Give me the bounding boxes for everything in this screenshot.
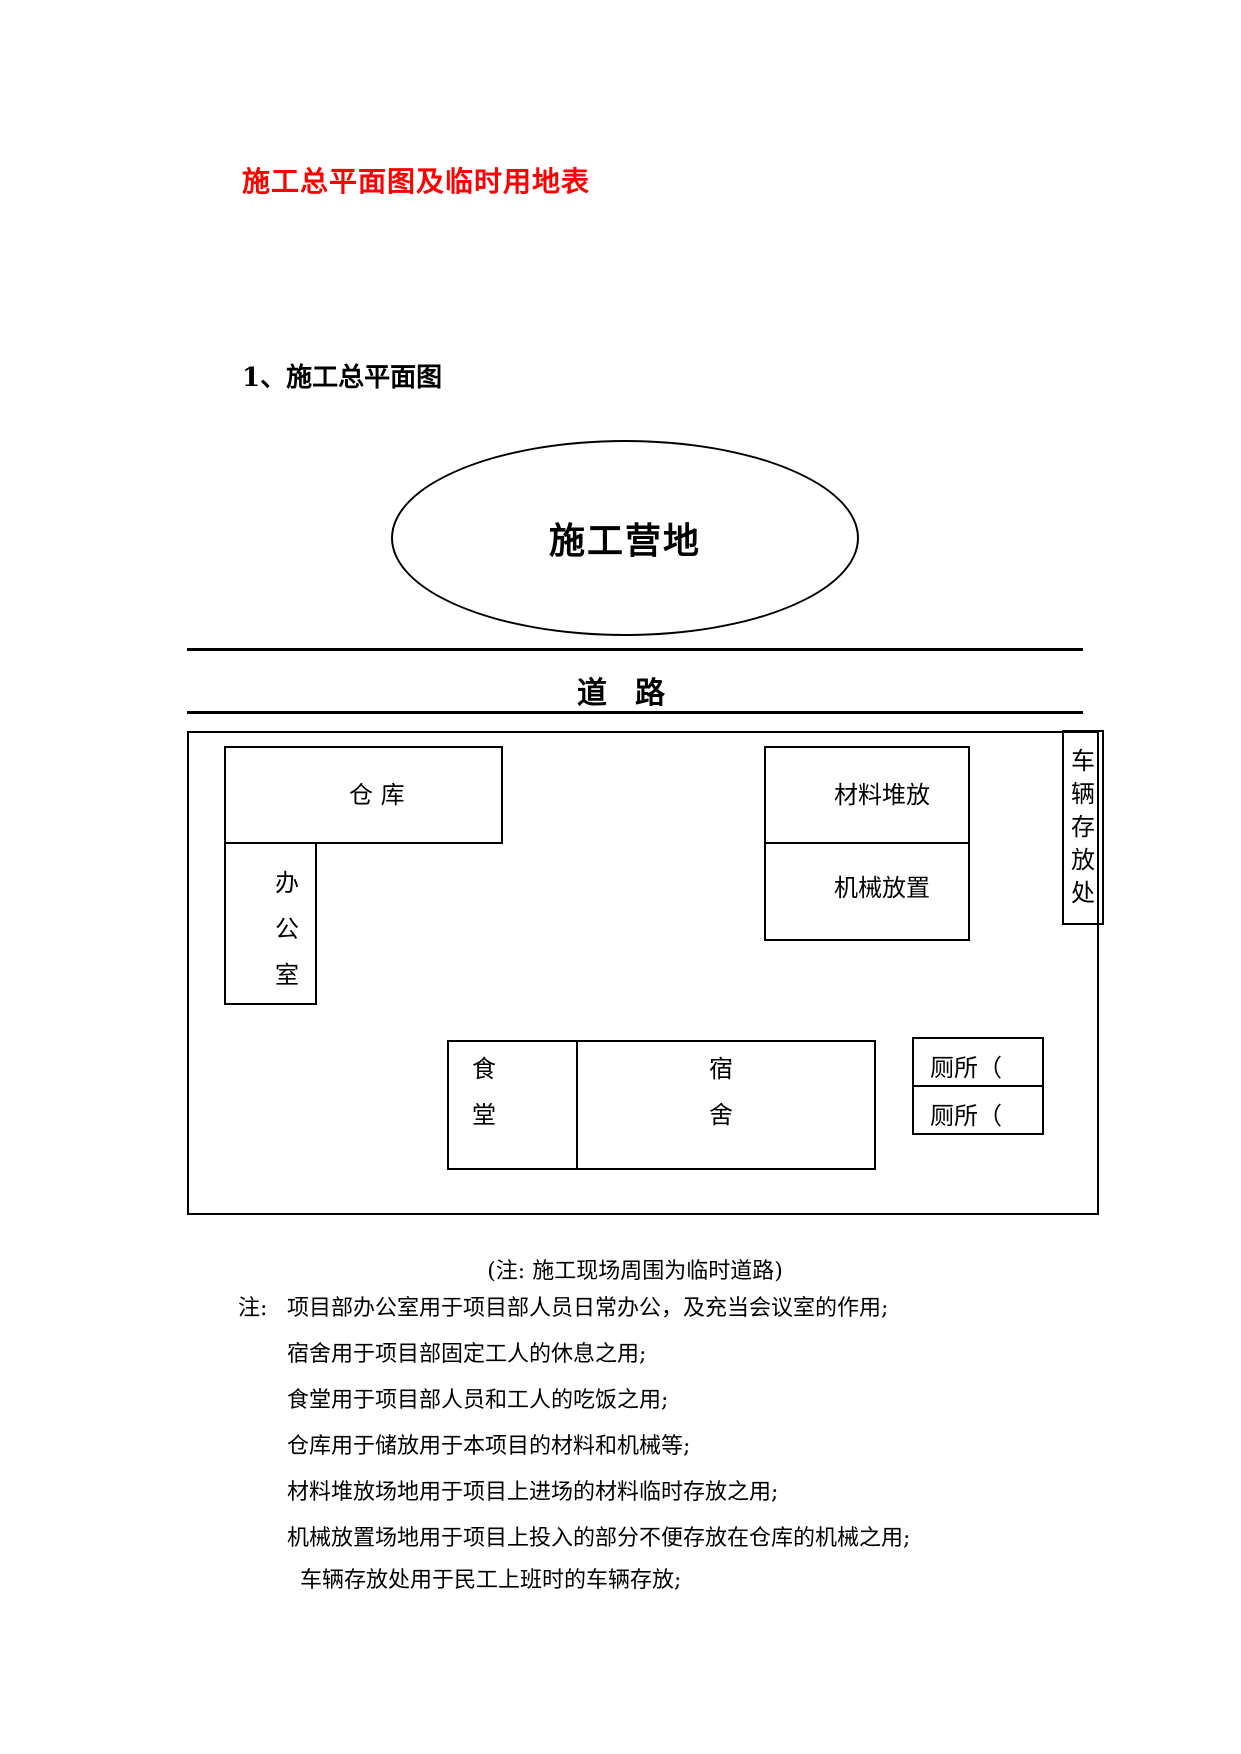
machine-storage-box (764, 842, 970, 941)
note-line: 食堂用于项目部人员和工人的吃饭之用; (287, 1388, 669, 1413)
office-box (224, 842, 317, 1005)
note-line: 项目部办公室用于项目部人员日常办公，及充当会议室的作用; (287, 1296, 889, 1321)
notes-prefix: 注: (238, 1296, 268, 1321)
notes-block: 注: 项目部办公室用于项目部人员日常办公，及充当会议室的作用; 宿舍用于项目部固… (238, 1290, 1038, 1610)
construction-camp-ellipse (391, 440, 859, 636)
toilet-label-1: 厕所（ (930, 1054, 1002, 1082)
note-line: 仓库用于储放用于本项目的材料和机械等; (287, 1434, 691, 1459)
warehouse-box (224, 746, 503, 844)
road-label: 道路 (577, 676, 693, 711)
toilet-label-2: 厕所（ (930, 1102, 1002, 1130)
section-heading: 1、施工总平面图 (242, 363, 443, 393)
material-storage-label: 材料堆放 (834, 781, 930, 809)
site-boundary (187, 731, 1099, 1215)
construction-camp-label: 施工营地 (548, 520, 701, 562)
office-label: 办公室 (275, 869, 299, 989)
vehicle-parking-box (1062, 730, 1104, 925)
note-line: 宿舍用于项目部固定工人的休息之用; (287, 1342, 647, 1367)
note-line: 机械放置场地用于项目上投入的部分不便存放在仓库的机械之用; (287, 1526, 911, 1551)
toilet-box-2 (912, 1085, 1044, 1135)
note-line: 车辆存放处用于民工上班时的车辆存放; (300, 1568, 682, 1593)
vehicle-parking-label: 车辆存放处 (1071, 747, 1095, 907)
dormitory-label: 宿舍 (709, 1055, 733, 1129)
dormitory-box (576, 1040, 876, 1170)
document-title: 施工总平面图及临时用地表 (242, 165, 591, 198)
canteen-label: 食堂 (472, 1055, 496, 1129)
machine-storage-label: 机械放置 (834, 874, 930, 902)
road-top-line (187, 648, 1083, 651)
plan-caption: (注: 施工现场周围为临时道路) (487, 1259, 783, 1284)
warehouse-label: 仓 库 (349, 781, 405, 809)
road-bottom-line (187, 711, 1083, 714)
note-line: 材料堆放场地用于项目上进场的材料临时存放之用; (287, 1480, 779, 1505)
